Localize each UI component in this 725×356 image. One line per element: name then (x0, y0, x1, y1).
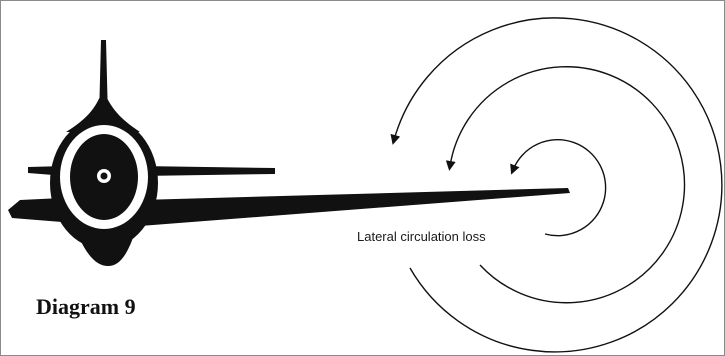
lower-fairing (78, 235, 134, 266)
outer-vortex-arc (390, 17, 723, 353)
hub-inner-icon (100, 172, 108, 180)
right-wing (140, 188, 570, 226)
left-wing (8, 198, 62, 222)
middle-vortex-arc (445, 66, 686, 304)
vortex-circulation (390, 17, 723, 353)
aircraft-front-view (8, 40, 570, 266)
diagram-title: Diagram 9 (36, 294, 136, 319)
inner-vortex-arc (510, 138, 607, 237)
right-stabilizer (140, 166, 275, 176)
annotation-lateral-circulation-loss: Lateral circulation loss (357, 229, 486, 244)
